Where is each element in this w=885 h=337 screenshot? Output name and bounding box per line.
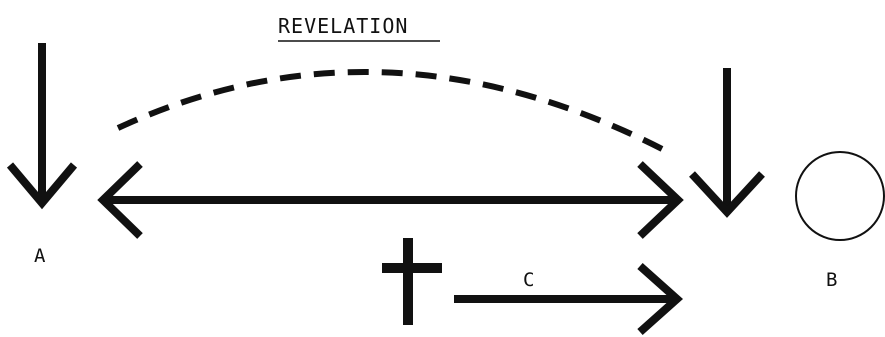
cross-icon [382, 238, 442, 325]
down-arrow-b [689, 68, 765, 218]
label-a: A [34, 245, 46, 267]
label-c: C [523, 269, 534, 291]
double-headed-arrow [97, 161, 684, 239]
revelation-arc [116, 69, 670, 155]
down-arrow-a [6, 43, 78, 210]
label-b: B [826, 269, 837, 291]
circle-icon [795, 151, 885, 241]
arrow-c [454, 263, 684, 335]
diagram-title: REVELATION [278, 14, 408, 38]
